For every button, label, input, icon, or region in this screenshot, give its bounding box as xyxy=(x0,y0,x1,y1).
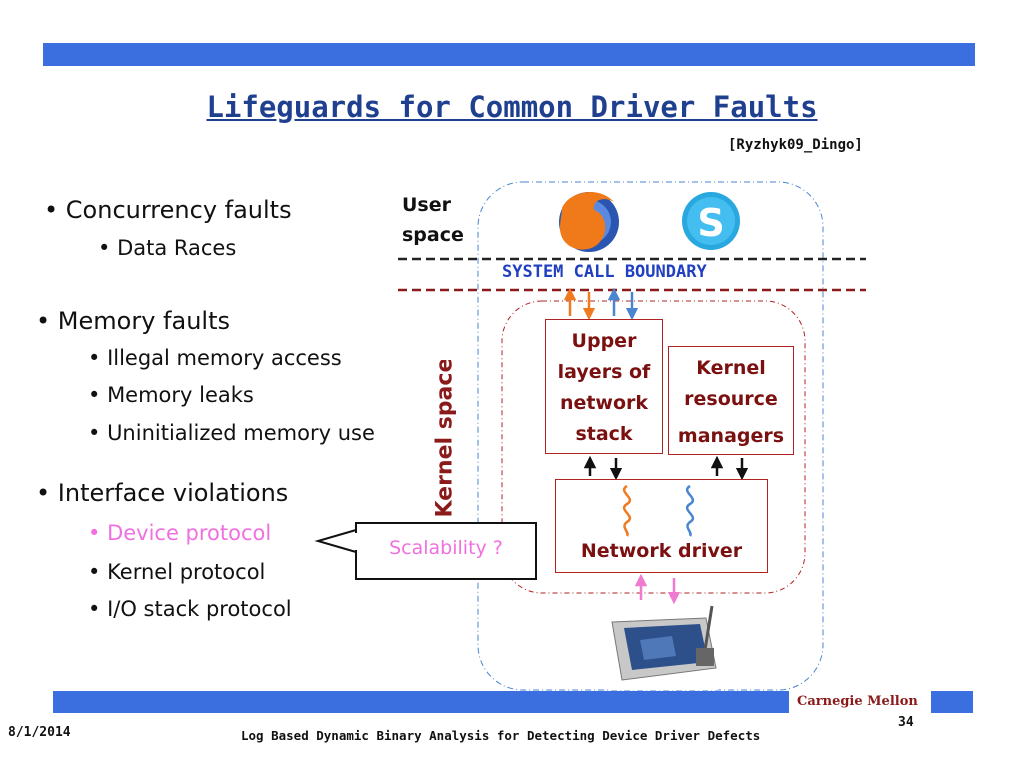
kernel-resource-line1: Kernel xyxy=(696,357,766,379)
bullet-interface-text: Interface violations xyxy=(57,479,289,507)
bullet-leaks-text: Memory leaks xyxy=(107,383,254,407)
bullet-data-races-text: Data Races xyxy=(117,236,237,260)
bullet-memory: Memory faults xyxy=(36,307,230,335)
bullet-io-stack: I/O stack protocol xyxy=(88,597,292,621)
kernel-space-label: Kernel space xyxy=(432,360,458,518)
footer-title: Log Based Dynamic Binary Analysis for De… xyxy=(241,728,761,743)
bottom-bar-left xyxy=(53,691,789,713)
upper-layers-line2: layers of xyxy=(557,361,651,383)
kernel-resource-line3: managers xyxy=(677,425,785,447)
bullet-illegal-access-text: Illegal memory access xyxy=(107,346,342,370)
bullet-concurrency: Concurrency faults xyxy=(44,196,292,224)
footer-date: 8/1/2014 xyxy=(8,725,71,740)
bullet-data-races: Data Races xyxy=(98,236,236,260)
firefox-icon xyxy=(559,191,619,252)
bullet-device-protocol-text: Device protocol xyxy=(107,521,272,545)
kernel-resource-line2: resource xyxy=(684,388,778,410)
bullet-kernel-protocol: Kernel protocol xyxy=(88,560,265,584)
bullet-memory-text: Memory faults xyxy=(57,307,230,335)
callout-box xyxy=(355,522,537,580)
bottom-bar-right xyxy=(931,691,973,713)
user-space-label-line1: User xyxy=(402,194,451,216)
citation: [Ryzhyk09_Dingo] xyxy=(728,137,863,153)
user-space-label-line2: space xyxy=(402,224,464,246)
bullet-device-protocol: Device protocol xyxy=(88,521,271,545)
bullet-uninit: Uninitialized memory use xyxy=(88,421,375,445)
bullet-kernel-protocol-text: Kernel protocol xyxy=(107,560,266,584)
upper-layers-line4: stack xyxy=(575,423,633,445)
kernel-resource-box: Kernel resource managers xyxy=(668,346,794,455)
network-driver-box: Network driver xyxy=(555,479,768,573)
svg-text:S: S xyxy=(697,201,724,245)
bullet-uninit-text: Uninitialized memory use xyxy=(107,421,375,445)
network-card-icon xyxy=(611,605,717,681)
institution-label: Carnegie Mellon xyxy=(797,694,918,709)
upper-layers-line1: Upper xyxy=(571,330,637,352)
network-driver-label: Network driver xyxy=(580,540,743,562)
callout-pointer xyxy=(314,529,357,553)
bullet-io-stack-text: I/O stack protocol xyxy=(107,597,292,621)
top-bar xyxy=(43,43,975,66)
system-call-boundary-label: SYSTEM CALL BOUNDARY xyxy=(502,262,707,282)
page-number: 34 xyxy=(898,715,914,730)
bullet-concurrency-text: Concurrency faults xyxy=(65,196,292,224)
bullet-interface: Interface violations xyxy=(36,479,288,507)
bullet-leaks: Memory leaks xyxy=(88,383,254,407)
upper-layers-box: Upper layers of network stack xyxy=(545,319,663,454)
user-space-label: User space xyxy=(402,190,464,250)
kernel-container xyxy=(501,300,806,594)
skype-icon: S xyxy=(682,192,740,250)
bullet-illegal-access: Illegal memory access xyxy=(88,346,342,370)
kernel-space-label-clip: Kernel space xyxy=(426,360,470,524)
callout-text: Scalability ? xyxy=(389,537,503,559)
slide-title: Lifeguards for Common Driver Faults xyxy=(206,90,818,124)
upper-layers-line3: network xyxy=(559,392,649,414)
